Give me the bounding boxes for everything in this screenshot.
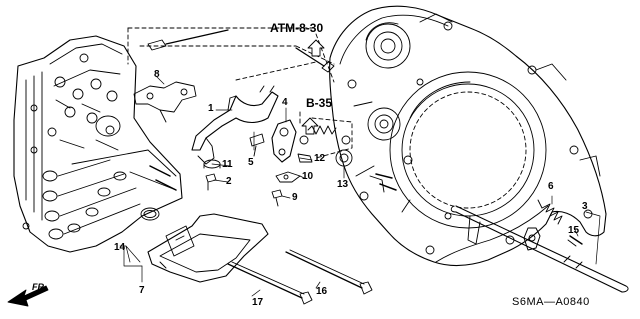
part-number-4: 4 [282, 97, 288, 108]
part-number-12: 12 [314, 153, 326, 164]
part-number-16: 16 [316, 286, 328, 297]
atm-ref-arrow [307, 39, 325, 57]
part-15-pin [567, 235, 583, 247]
part-number-7: 7 [139, 285, 145, 296]
part-9-bolt [271, 189, 283, 207]
part-number-1: 1 [208, 103, 214, 114]
part-7-strainer [147, 213, 269, 283]
part-2-bolt [205, 173, 217, 191]
front-direction-label: FR. [32, 282, 47, 292]
part-6-spring [537, 199, 563, 225]
part-number-11: 11 [222, 159, 233, 170]
part-13-seal [335, 149, 353, 167]
front-direction-arrow [7, 285, 49, 307]
leader-lines [119, 75, 601, 297]
part-17-bolt [227, 261, 313, 305]
part-number-9: 9 [292, 192, 298, 203]
b-ref-arrow [301, 117, 319, 135]
part-number-8: 8 [154, 69, 160, 80]
part-number-10: 10 [302, 171, 314, 182]
part-8-bracket [133, 81, 197, 123]
ref-b-label[interactable]: B-35 [306, 96, 333, 110]
transmission-housing [329, 5, 607, 267]
part-12-pin [297, 153, 313, 163]
part-10-plate [275, 171, 301, 183]
bolt-top-right [295, 47, 335, 73]
part-number-6: 6 [548, 181, 554, 192]
part-number-13: 13 [337, 179, 349, 190]
bolt-top [147, 29, 229, 51]
part-number-5: 5 [248, 157, 254, 168]
part-1-shift-fork [191, 85, 279, 165]
diagram-code: S6MA—A0840 [512, 296, 590, 308]
ref-atm-label[interactable]: ATM-8-30 [270, 21, 324, 35]
valve-body [13, 35, 183, 253]
part-4-lever [271, 119, 297, 163]
part-number-17: 17 [252, 297, 264, 308]
part-number-2: 2 [226, 176, 232, 187]
part-16-bolt [285, 249, 373, 295]
part-number-3: 3 [582, 201, 588, 212]
detent-spring [299, 125, 337, 145]
part-number-14: 14 [114, 242, 126, 253]
part-number-15: 15 [568, 225, 580, 236]
reference-callouts [127, 27, 353, 159]
part-5-pin [249, 133, 265, 157]
part-3-shift-shaft [450, 205, 629, 293]
part-14-o-ring [140, 207, 160, 221]
